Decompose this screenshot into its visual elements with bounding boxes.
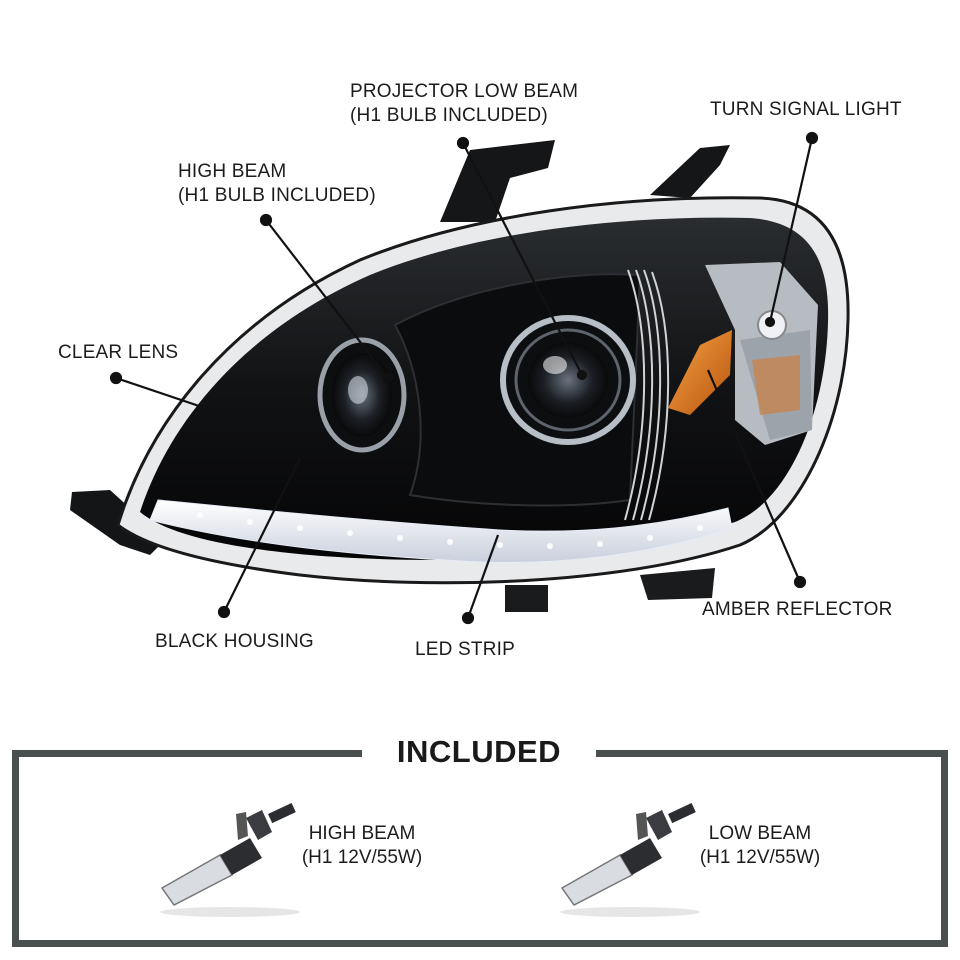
bottom-tab xyxy=(505,585,548,612)
high-beam-projector xyxy=(317,337,407,453)
label-projector-low-beam: PROJECTOR LOW BEAM (H1 BULB INCLUDED) xyxy=(350,81,579,126)
headlight-illustration xyxy=(70,131,850,625)
low-beam-bulb-icon xyxy=(560,803,700,917)
label-clear-lens: CLEAR LENS xyxy=(58,342,179,363)
chrome-stripes xyxy=(624,269,670,521)
label-turn-signal-light: TURN SIGNAL LIGHT xyxy=(710,99,902,120)
label-amber-reflector: AMBER REFLECTOR xyxy=(702,599,893,620)
turn-signal-reflector xyxy=(705,262,818,445)
label-high-beam: HIGH BEAM (H1 BULB INCLUDED) xyxy=(178,161,376,206)
low-beam-bulb-label: LOW BEAM (H1 12V/55W) xyxy=(699,823,821,868)
low-beam-projector xyxy=(500,315,636,445)
amber-reflector-shape xyxy=(668,330,732,415)
led-dots xyxy=(197,512,703,549)
included-title-backdrop: INCLUDED xyxy=(362,728,596,778)
leader-lines xyxy=(109,131,819,625)
label-black-housing: BLACK HOUSING xyxy=(155,631,314,652)
label-led-strip: LED STRIP xyxy=(415,639,515,660)
bottom-tab-right xyxy=(640,568,715,600)
led-strip-shape xyxy=(149,499,733,564)
included-title: INCLUDED xyxy=(396,734,562,769)
top-bracket xyxy=(440,140,555,222)
high-beam-bulb-icon xyxy=(160,803,300,917)
high-beam-bulb-label: HIGH BEAM (H1 12V/55W) xyxy=(301,823,423,868)
top-bracket-right xyxy=(650,145,730,198)
